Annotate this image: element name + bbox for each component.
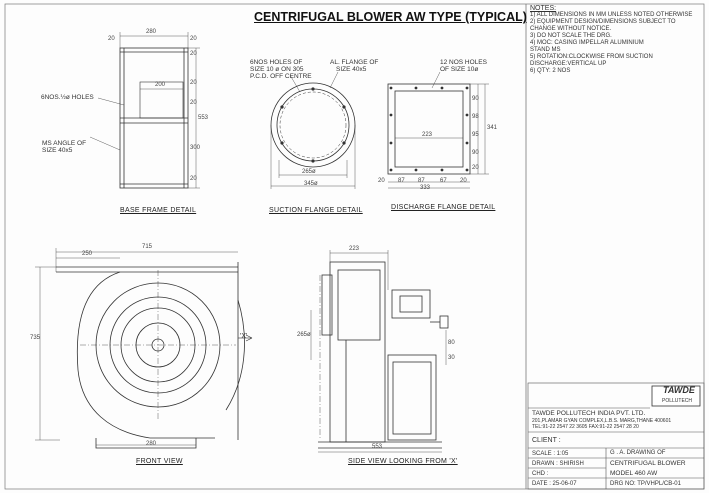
front-view-caption: FRONT VIEW — [136, 458, 183, 465]
side-view-drawing — [310, 250, 449, 453]
base-angle-size: SIZE 40x5 — [42, 147, 73, 154]
discharge-flange-drawing — [387, 71, 489, 189]
dim-base-width: 280 — [146, 29, 157, 35]
drawing-number: DRG NO: TP/VHPL/CB-01 — [610, 481, 681, 487]
drawing-desc-2: CENTRIFUGAL BLOWER — [610, 460, 686, 467]
dim-base-h1: 553 — [198, 115, 209, 121]
note-line: 6) QTY: 2 NOS — [530, 68, 571, 74]
dim-base-left: 20 — [108, 36, 115, 42]
dim-discharge-20b: 20 — [460, 178, 467, 184]
suction-holes-pcd: P.C.D. OFF CENTRE — [250, 73, 312, 80]
dim-side-v30: 30 — [448, 355, 455, 361]
dim-suction-outer: 345ø — [304, 181, 318, 187]
dim-discharge-v98: 98 — [472, 114, 479, 120]
dim-base-right: 20 — [190, 36, 197, 42]
company-address: 201,PLAMAR GYAN COMPLEX,L.B.S. MARG,THAN… — [532, 418, 672, 424]
date-field: DATE : 25-06-07 — [532, 481, 577, 487]
company-name: TAWDE POLLUTECH INDIA PVT. LTD. — [532, 410, 646, 417]
dim-discharge-v95: 95 — [472, 132, 479, 138]
dim-base-h5: 20 — [190, 176, 197, 182]
notes-heading: NOTES: — [530, 5, 557, 12]
dim-side-bottom: 553 — [372, 444, 383, 450]
suction-holes-size: SIZE 10 ø ON 305 — [250, 66, 304, 73]
logo-text: TAWDE — [663, 385, 695, 395]
dim-side-v80: 80 — [448, 340, 455, 346]
note-line: 5) ROTATION:CLOCKWISE FROM SUCTION — [530, 54, 653, 60]
suction-flange-size: SIZE 40x5 — [336, 66, 367, 73]
discharge-holes-label: 12 NOS HOLES — [440, 59, 487, 66]
logo-subtext: POLLUTECH — [662, 398, 693, 404]
dim-discharge-20a: 20 — [378, 178, 385, 184]
dim-discharge-87b: 87 — [418, 178, 425, 184]
note-line: 1) ALL DIMENSIONS IN MM UNLESS NOTED OTH… — [530, 12, 693, 18]
checked-field: CHD : — [532, 471, 549, 477]
base-frame-drawing — [89, 32, 200, 189]
suction-flange-label: AL. FLANGE OF — [330, 59, 379, 66]
drawing-title: CENTRIFUGAL BLOWER AW TYPE (TYPICAL) — [254, 10, 527, 24]
drawing-desc-1: G . A. DRAWING OF — [610, 450, 666, 456]
note-line: 4) MOC: CASING IMPELLAR ALUMINIUM — [530, 40, 644, 46]
drawing-desc-3: MODEL 460 AW — [610, 470, 658, 477]
dim-base-h3: 20 — [190, 80, 197, 86]
notes-panel: NOTES: 1) ALL DIMENSIONS IN MM UNLESS NO… — [530, 5, 700, 75]
note-line: STAND MS — [530, 47, 561, 53]
title-block-lines — [527, 382, 705, 490]
base-frame-caption: BASE FRAME DETAIL — [120, 207, 197, 214]
note-line: CHANGE WITHOUT NOTICE. — [530, 26, 612, 32]
side-view-caption: SIDE VIEW LOOKING FROM 'X' — [348, 458, 458, 465]
suction-flange-drawing — [270, 71, 356, 189]
suction-flange-caption: SUCTION FLANGE DETAIL — [269, 207, 363, 214]
x-marker: 'X' — [240, 333, 248, 340]
base-angle-label: MS ANGLE OF — [42, 140, 87, 147]
note-line: DISCHARGE:VERTICAL UP — [530, 61, 607, 67]
discharge-flange-caption: DISCHARGE FLANGE DETAIL — [391, 204, 496, 211]
dim-discharge-v20: 20 — [472, 165, 479, 171]
note-line: 3) DO NOT SCALE THE DRG. — [530, 33, 612, 39]
dim-side-top: 223 — [349, 246, 360, 252]
dim-front-top: 715 — [142, 244, 153, 250]
discharge-holes-size: OF SIZE 10ø — [440, 66, 479, 73]
base-holes-label: 6NOS.½ø HOLES — [41, 94, 94, 101]
dim-discharge-v90: 90 — [472, 96, 479, 102]
dim-base-h4: 20 — [190, 100, 197, 106]
dim-base-h2: 300 — [190, 145, 201, 151]
dim-front-bottom: 280 — [146, 441, 157, 447]
dim-discharge-333: 333 — [420, 185, 431, 191]
scale-field: SCALE : 1:05 — [532, 451, 569, 457]
suction-holes-label: 6NOS HOLES OF — [250, 59, 303, 66]
dim-base-side: 20 — [190, 51, 197, 57]
dim-front-height: 735 — [30, 335, 41, 341]
company-contact: TEL:91-22 2547 22 3605 FAX:91-22 2547 28… — [532, 424, 639, 430]
client-label: CLIENT : — [532, 437, 561, 444]
dim-discharge-223: 223 — [422, 132, 433, 138]
dim-side-dia: 265ø — [297, 332, 311, 338]
front-view-drawing — [35, 248, 253, 449]
dim-suction-inner: 265ø — [302, 169, 316, 175]
dim-base-inner: 200 — [155, 82, 166, 88]
dim-discharge-v341: 341 — [487, 125, 498, 131]
drawn-field: DRAWN : SHIRISH — [532, 461, 584, 467]
dim-discharge-87a: 87 — [398, 178, 405, 184]
dim-discharge-v90b: 90 — [472, 150, 479, 156]
dim-discharge-67: 67 — [440, 178, 447, 184]
dim-front-left: 250 — [82, 251, 93, 257]
note-line: 2) EQUIPMENT DESIGN/DIMENSIONS SUBJECT T… — [530, 19, 676, 25]
